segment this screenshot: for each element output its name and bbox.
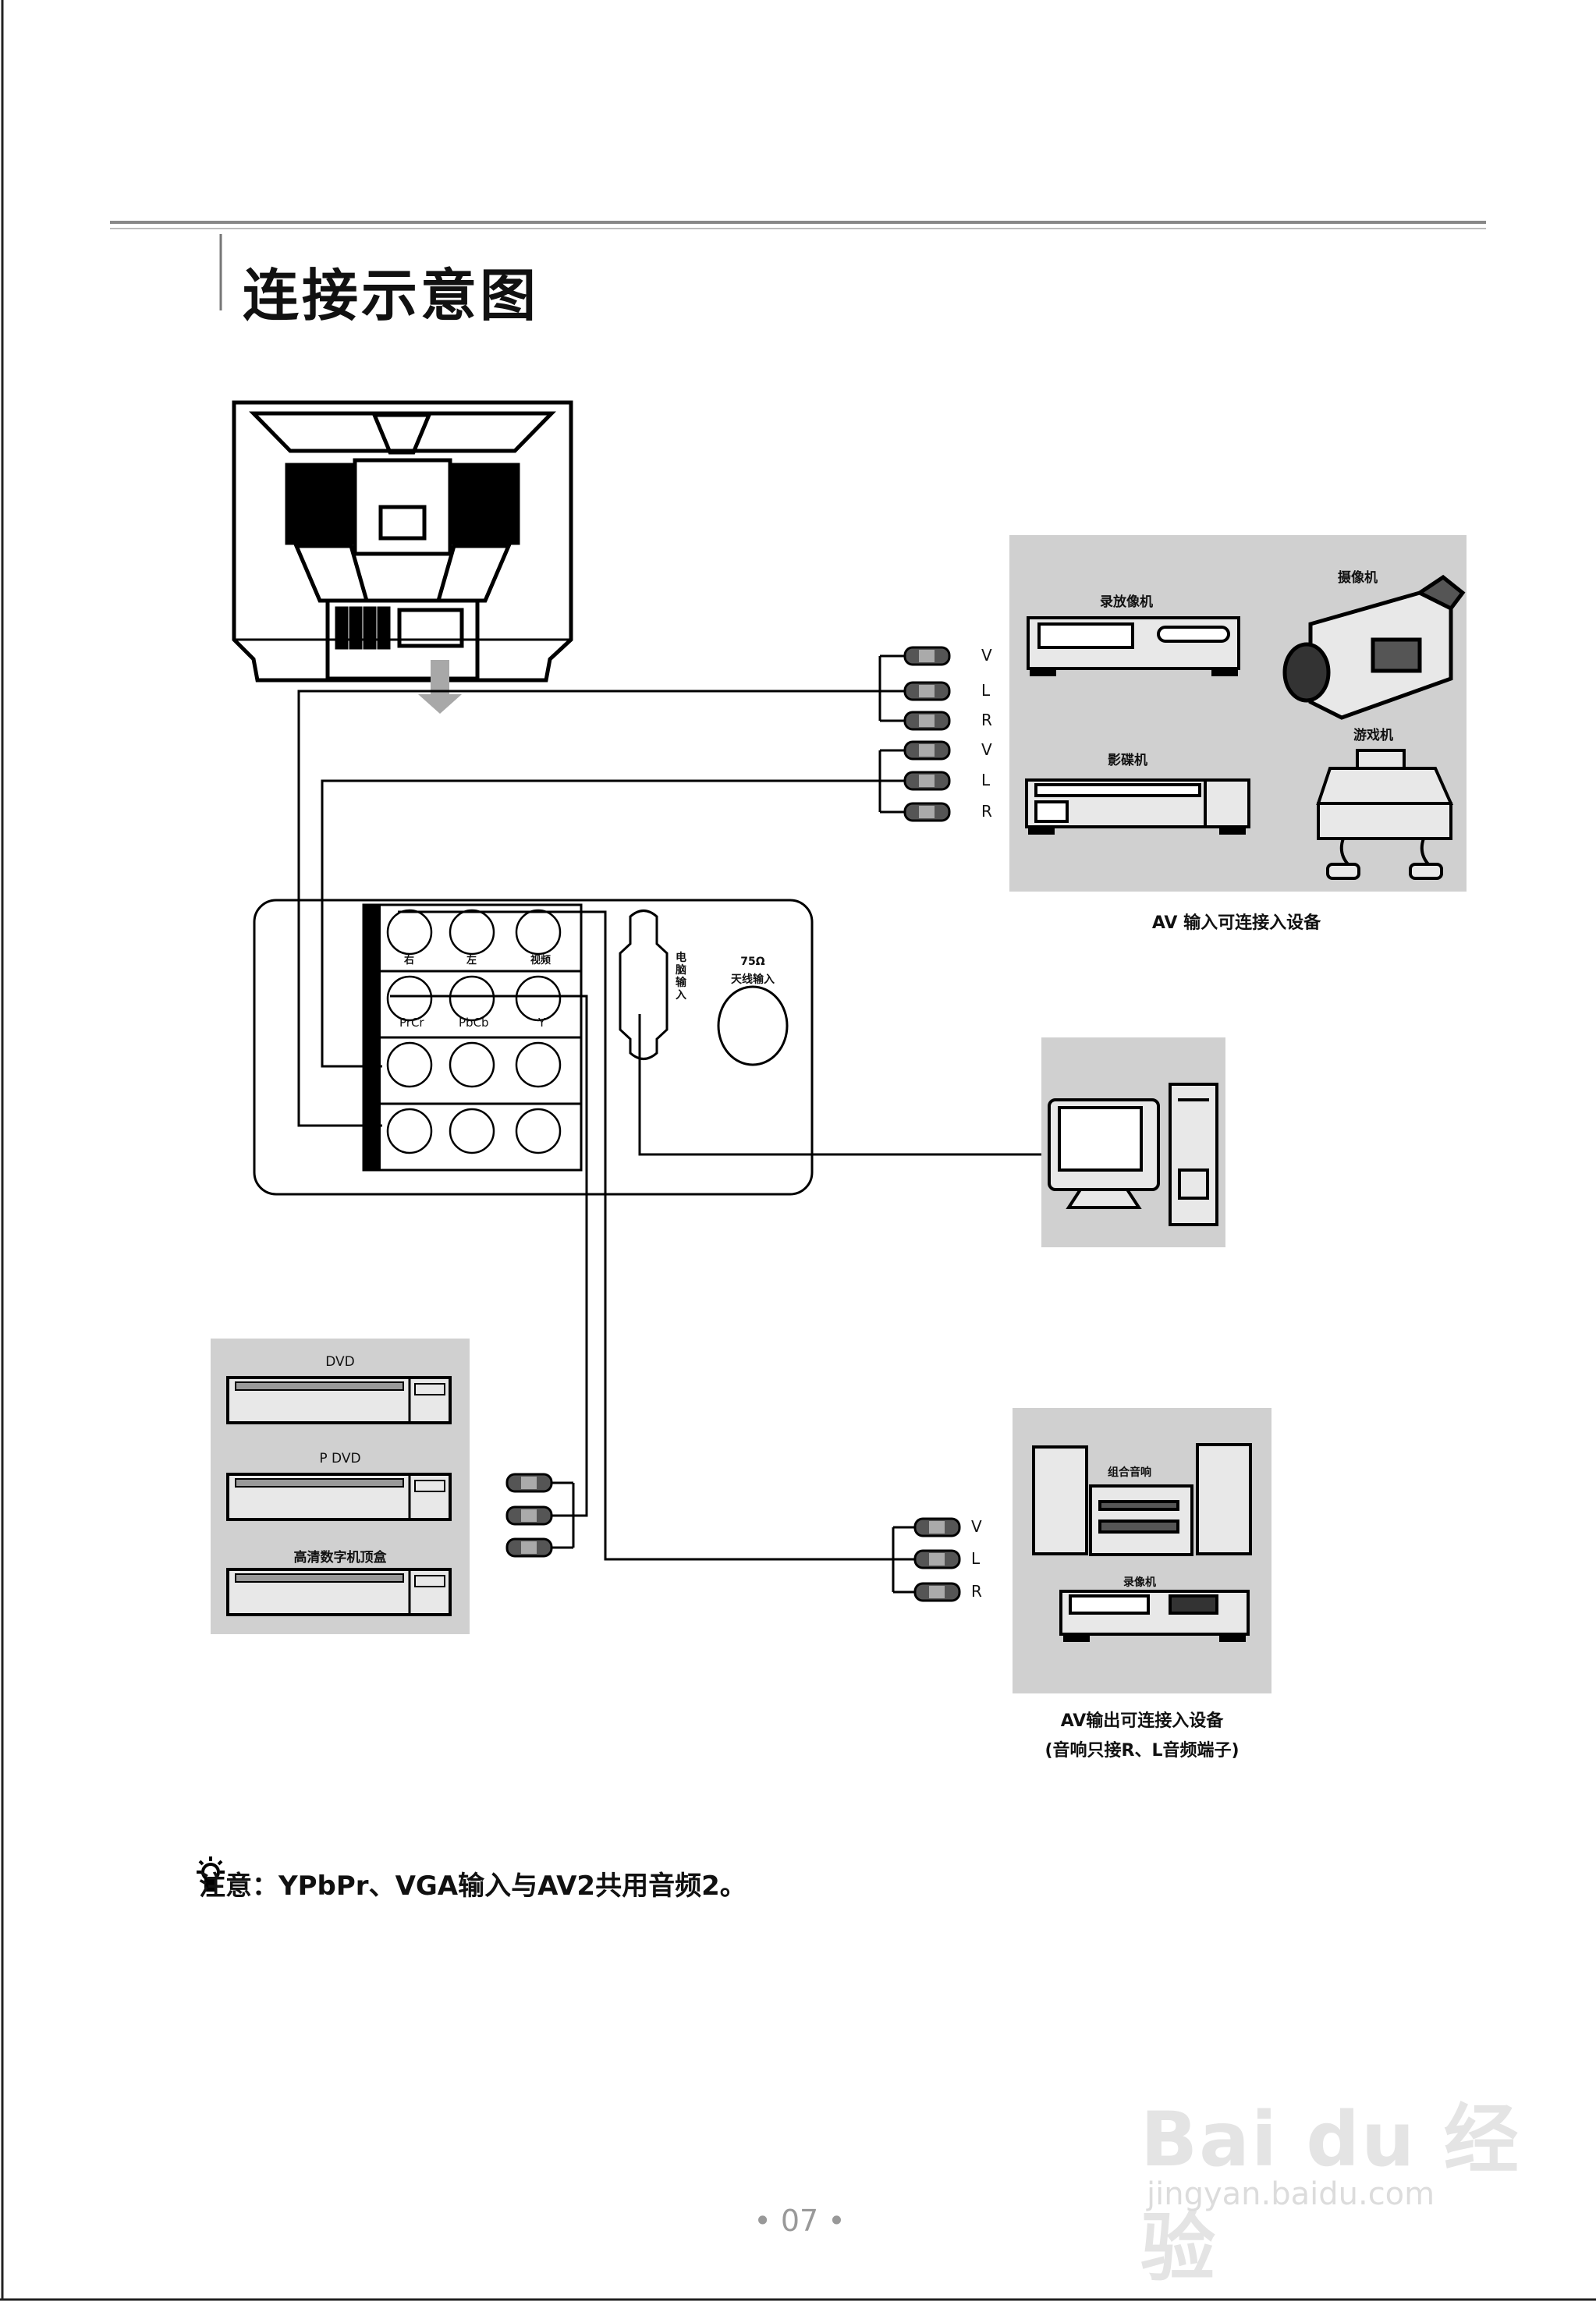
header-rule: [110, 221, 1486, 310]
rca-plug-band: [919, 744, 935, 757]
jack-grid: [362, 903, 583, 1172]
disc-player-display: [414, 1383, 445, 1395]
tv-rear-illustration: [232, 400, 573, 683]
device-label-settop-box: 高清数字机顶盒: [293, 1550, 387, 1566]
vga-input-label: 电脑输入: [676, 952, 686, 1002]
vcr-output-illustration: [1059, 1590, 1250, 1642]
rca-plug-band: [919, 715, 935, 727]
rca-plug-band: [521, 1541, 537, 1554]
page-number: • 07 •: [754, 2204, 846, 2238]
device-label-vcr-output: 录像机: [1123, 1576, 1156, 1589]
tv-rear-jack-panel: [253, 899, 814, 1196]
rca-plug-band: [521, 1509, 537, 1522]
plug-label-l2: L: [981, 771, 991, 789]
device-label-dvd: DVD: [325, 1354, 355, 1370]
disc-tray: [235, 1381, 404, 1391]
cables: [297, 654, 1041, 1594]
disc-tray: [235, 1478, 404, 1488]
game-console-illustration: [1316, 749, 1454, 880]
antenna-port[interactable]: [717, 985, 789, 1066]
device-label-pdvd: P DVD: [319, 1451, 361, 1466]
jack-label-prcr: PrCr: [399, 1016, 424, 1030]
device-label-vcr: 录放像机: [1100, 594, 1153, 610]
plug-label-l1: L: [981, 681, 991, 700]
rca-jack: [449, 1108, 495, 1154]
av-output-caption-line1: AV输出可连接入设备: [1060, 1711, 1224, 1731]
out-plug-label-r: R: [971, 1582, 982, 1601]
component-devices-illustration: [226, 1376, 452, 1616]
rca-plug-band: [929, 1521, 945, 1534]
watermark-logo: Bai du 经验: [1140, 2096, 1520, 2292]
rca-jack: [449, 1041, 495, 1088]
av-input-caption: AV 输入可连接入设备: [1151, 913, 1321, 933]
rca-jack: [515, 1108, 562, 1154]
out-plug-label-v: V: [971, 1517, 982, 1536]
plug-label-v1: V: [981, 646, 992, 665]
device-label-stereo: 组合音响: [1108, 1466, 1151, 1479]
vga-port[interactable]: [619, 910, 669, 1060]
device-label-vcd: 影碟机: [1108, 753, 1147, 768]
rca-plug-band: [919, 650, 935, 662]
rca-jack: [449, 975, 495, 1022]
vcd-player-illustration: [1025, 778, 1250, 835]
antenna-label-line1: 75Ω: [740, 956, 765, 968]
rca-plug-band: [521, 1477, 537, 1489]
rca-jack: [515, 1041, 562, 1088]
plug-label-r2: R: [981, 802, 992, 821]
computer-illustration: [1048, 1083, 1218, 1226]
rca-jack: [386, 975, 433, 1022]
plug-label-r1: R: [981, 711, 992, 729]
rca-jack: [386, 909, 433, 956]
page-title: 连接示意图: [243, 263, 540, 328]
out-plug-label-l: L: [971, 1549, 981, 1568]
av-output-caption-line2: (音响只接R、L音频端子): [1044, 1741, 1240, 1761]
device-label-camcorder: 摄像机: [1338, 570, 1378, 586]
device-label-game-console: 游戏机: [1353, 728, 1393, 743]
stereo-system-illustration: [1032, 1443, 1252, 1556]
jack-label-right: 右: [404, 955, 415, 966]
camcorder-illustration: [1282, 574, 1466, 720]
jack-label-video: 视频: [530, 955, 552, 966]
rca-plug-band: [919, 685, 935, 697]
rca-jack: [449, 909, 495, 956]
plug-label-v2: V: [981, 740, 992, 759]
rca-plug-band: [929, 1553, 945, 1566]
watermark-url: jingyan.baidu.com: [1147, 2176, 1435, 2212]
rca-jack: [515, 975, 562, 1022]
lightbulb-icon: [197, 1856, 225, 1892]
rca-plugs: [505, 646, 961, 1602]
disc-tray: [235, 1573, 404, 1583]
rca-jack: [386, 1108, 433, 1154]
jack-label-pbcb: PbCb: [459, 1016, 489, 1030]
disc-player-display: [414, 1575, 445, 1587]
jack-label-y: Y: [538, 1016, 546, 1030]
jack-label-left: 左: [466, 955, 477, 966]
rca-jack: [515, 909, 562, 956]
rca-plug-band: [919, 775, 935, 787]
disc-player-display: [414, 1480, 445, 1492]
rca-jack: [386, 1041, 433, 1088]
rca-plug-band: [919, 806, 935, 818]
rca-plug-band: [929, 1586, 945, 1598]
antenna-label-line2: 天线输入: [731, 973, 775, 986]
vcr-illustration: [1027, 616, 1240, 676]
note-text: 注意：YPbPr、VGA输入与AV2共用音频2。: [199, 1871, 747, 1902]
arrow-down-icon: [418, 660, 462, 714]
